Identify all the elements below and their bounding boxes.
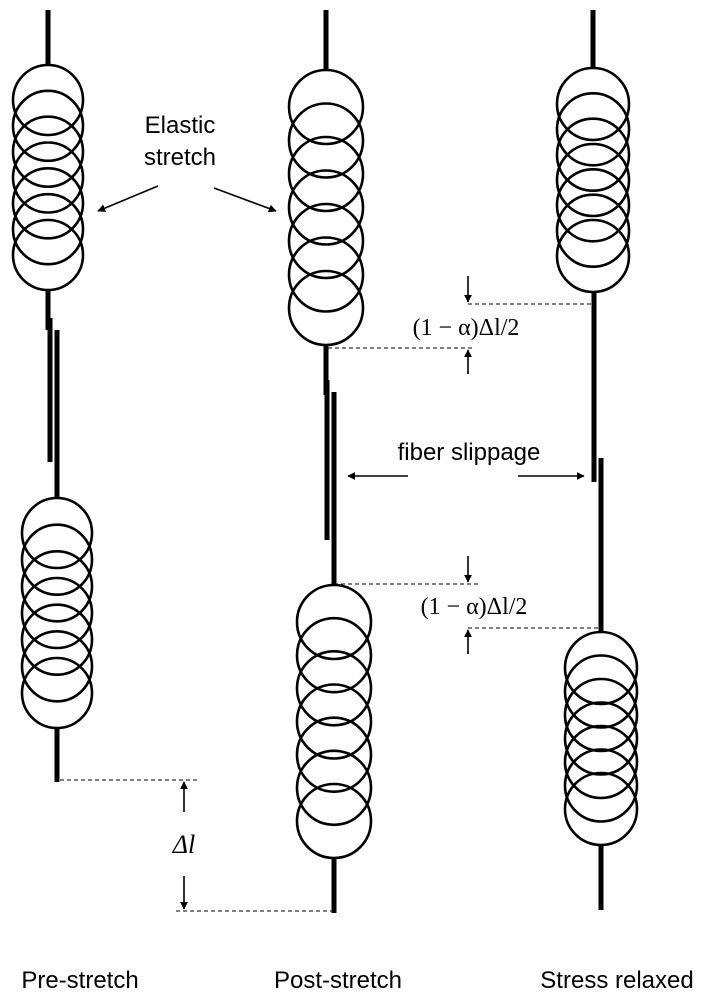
coil-loop xyxy=(11,63,85,137)
coil-loop xyxy=(287,135,365,213)
elastic-stretch-label-line2: stretch xyxy=(144,144,216,171)
post-stretch-fiber xyxy=(287,10,373,913)
coil-loop xyxy=(555,168,631,243)
pre-stretch-fiber xyxy=(11,10,94,782)
coil-loop xyxy=(20,523,94,597)
coil-loop xyxy=(563,748,639,823)
coil-loop xyxy=(295,649,373,727)
coil-loop xyxy=(287,169,365,246)
coil-loop xyxy=(287,102,365,179)
coil-loop xyxy=(295,583,373,661)
column-label-pre-stretch: Pre-stretch xyxy=(21,967,138,994)
coil-loop xyxy=(555,92,631,167)
coil-loop xyxy=(20,496,94,570)
coil-loop xyxy=(287,68,365,146)
coil-loop xyxy=(287,269,365,347)
coil-loop xyxy=(295,616,373,694)
coil-loop xyxy=(563,724,639,800)
coil-loop xyxy=(11,167,85,240)
fiber-slippage-label: fiber slippage xyxy=(398,439,541,466)
column-label-post-stretch: Post-stretch xyxy=(274,967,402,994)
column-label-stress-relaxed: Stress relaxed xyxy=(540,967,693,994)
coil-loop xyxy=(563,701,639,776)
coil-loop xyxy=(11,141,85,214)
post-stretch-upper-coil xyxy=(287,68,365,347)
lower-gap-label: (1 − α)Δl/2 xyxy=(421,594,528,620)
coil-loop xyxy=(287,202,365,280)
coil-loop xyxy=(563,630,639,706)
coil-loop xyxy=(563,654,639,729)
coil-loop xyxy=(295,716,373,794)
post-stretch-lower-coil xyxy=(295,583,373,860)
coil-loop xyxy=(11,192,85,266)
elastic-stretch-label-line1: Elastic xyxy=(145,112,216,139)
pre-stretch-lower-coil xyxy=(20,496,94,730)
upper-gap-label: (1 − α)Δl/2 xyxy=(413,315,520,341)
stress-relaxed-upper-coil xyxy=(555,66,631,294)
elastic-stretch-arrow-left xyxy=(97,185,159,212)
coil-loop xyxy=(555,193,631,268)
coil-loop xyxy=(555,66,631,142)
coil-loop xyxy=(295,782,373,860)
coil-loop xyxy=(287,236,365,313)
pre-stretch-upper-coil xyxy=(11,63,85,292)
coil-loop xyxy=(11,115,85,188)
coil-loop xyxy=(555,142,631,218)
coil-loop xyxy=(563,771,639,847)
coil-loop xyxy=(20,603,94,677)
coil-loop xyxy=(563,677,639,753)
coil-loop xyxy=(20,549,94,623)
delta-l-label: Δl xyxy=(172,830,195,859)
coil-loop xyxy=(555,117,631,192)
elastic-stretch-arrow-right xyxy=(213,187,277,213)
coil-loop xyxy=(295,683,373,760)
coil-loop xyxy=(20,576,94,650)
stress-relaxed-lower-coil xyxy=(563,630,639,847)
coil-loop xyxy=(295,749,373,827)
stress-relaxed-fiber xyxy=(555,10,639,910)
coil-loop xyxy=(11,89,85,163)
coil-loop xyxy=(20,629,94,703)
